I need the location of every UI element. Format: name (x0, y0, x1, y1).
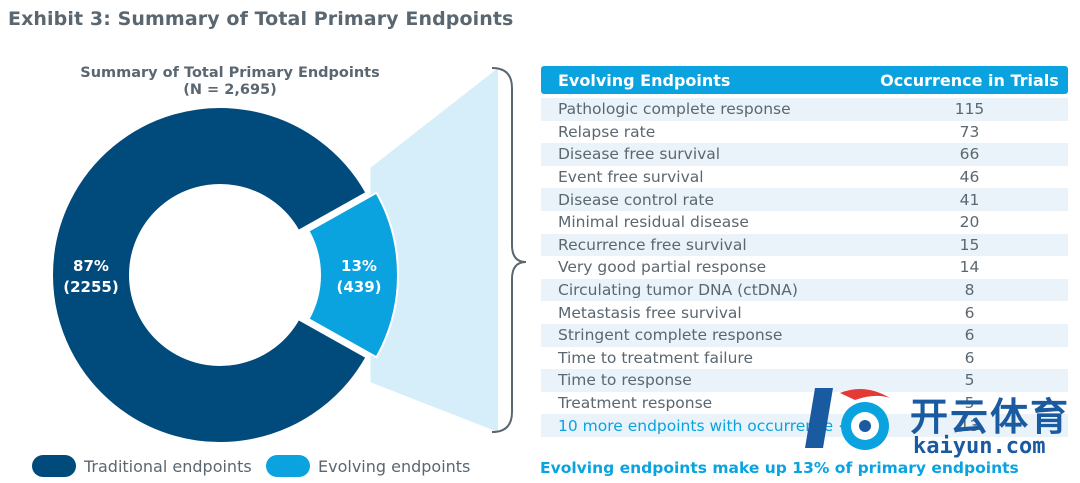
occurrence-count: 8 (964, 281, 975, 300)
table-row: Circulating tumor DNA (ctDNA) 8 (541, 278, 1068, 302)
endpoint-name: Metastasis free survival (558, 303, 742, 322)
table-row: Event free survival 46 (541, 166, 1068, 189)
slice-evolving (307, 191, 399, 359)
table-row: Recurrence free survival 15 (541, 233, 1068, 257)
endpoint-name: Stringent complete response (558, 326, 783, 345)
table-row: Stringent complete response 6 (541, 323, 1068, 347)
occurrence-count: 5 (964, 371, 975, 390)
slice-traditional-count-label: (2255) (63, 278, 118, 296)
legend-swatch-evolving (266, 455, 310, 477)
table-row-more: 10 more endpoints with occurrence <5 13 (541, 414, 1068, 437)
table-row: Disease control rate 41 (541, 188, 1068, 211)
table-row: Disease free survival 66 (541, 143, 1068, 166)
occurrence-count: 6 (964, 326, 975, 345)
occurrence-count: 46 (959, 168, 980, 187)
endpoint-name: Pathologic complete response (558, 100, 791, 119)
callout-bracket (491, 67, 527, 433)
legend-item-evolving: Evolving endpoints (266, 455, 470, 477)
occurrence-count: 6 (964, 303, 975, 322)
table-row: Pathologic complete response 115 (541, 98, 1068, 121)
legend-swatch-traditional (32, 455, 76, 477)
endpoint-name: Minimal residual disease (558, 213, 749, 232)
endpoint-name: Time to response (558, 371, 692, 390)
header-occurrence: Occurrence in Trials (880, 70, 1059, 90)
footnote: Evolving endpoints make up 13% of primar… (540, 459, 1019, 477)
endpoint-name: Recurrence free survival (558, 235, 747, 254)
endpoint-name: Relapse rate (558, 122, 656, 141)
endpoint-name: Treatment response (558, 394, 713, 413)
table-row: Minimal residual disease 20 (541, 211, 1068, 234)
occurrence-count: 14 (959, 258, 980, 277)
slice-evolving-count-label: (439) (336, 278, 381, 296)
evolving-endpoints-table: Evolving Endpoints Occurrence in Trials … (541, 66, 1068, 437)
exhibit-title: Exhibit 3: Summary of Total Primary Endp… (8, 8, 514, 30)
occurrence-count: 20 (959, 213, 980, 232)
endpoint-name: Time to treatment failure (558, 348, 753, 367)
table-row: Time to response 5 (541, 369, 1068, 392)
table-row: Relapse rate 73 (541, 121, 1068, 144)
chart-title: Summary of Total Primary Endpoints (80, 65, 380, 81)
table-row: Metastasis free survival 6 (541, 301, 1068, 324)
chart-title-block: Summary of Total Primary Endpoints (N = … (60, 65, 400, 99)
legend-item-traditional: Traditional endpoints (32, 455, 252, 477)
table-header: Evolving Endpoints Occurrence in Trials (541, 66, 1068, 94)
occurrence-count: 15 (959, 235, 980, 254)
chart-subtitle: (N = 2,695) (183, 82, 277, 98)
slice-evolving-pct-label: 13% (341, 257, 377, 275)
table-row: Treatment response 5 (541, 392, 1068, 415)
header-endpoint: Evolving Endpoints (558, 70, 731, 90)
occurrence-count: 66 (959, 145, 980, 164)
table-row: Time to treatment failure 6 (541, 347, 1068, 370)
watermark-text-cn: 开云体育 (910, 395, 1071, 439)
occurrence-count: 41 (959, 190, 980, 209)
slice-traditional-pct-label: 87% (73, 257, 109, 275)
endpoint-name: Very good partial response (558, 258, 767, 277)
watermark-logo-icon (805, 388, 890, 450)
occurrence-count: 5 (964, 394, 975, 413)
watermark-text-en: kaiyun.com (913, 434, 1046, 459)
occurrence-count: 115 (954, 100, 985, 119)
table-row: Very good partial response 14 (541, 256, 1068, 279)
legend-label-traditional: Traditional endpoints (84, 456, 252, 476)
endpoint-name: Circulating tumor DNA (ctDNA) (558, 281, 798, 300)
endpoint-name: Disease free survival (558, 145, 721, 164)
endpoint-name: 10 more endpoints with occurrence <5 (558, 416, 861, 435)
watermark: 开云体育 kaiyun.com (795, 378, 1075, 468)
occurrence-count: 73 (959, 122, 980, 141)
endpoint-name: Event free survival (558, 168, 704, 187)
callout-highlight (370, 68, 498, 432)
legend-label-evolving: Evolving endpoints (318, 456, 471, 476)
occurrence-count: 6 (964, 348, 975, 367)
slice-traditional (51, 106, 368, 444)
occurrence-count: 13 (959, 416, 980, 435)
endpoint-name: Disease control rate (558, 190, 715, 209)
